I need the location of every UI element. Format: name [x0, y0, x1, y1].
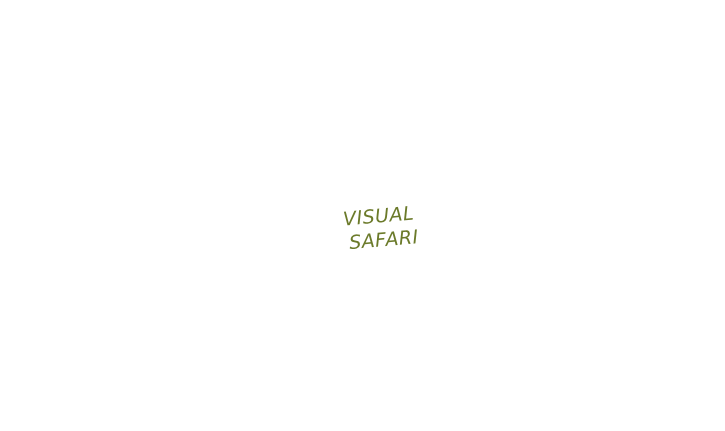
logo-line-2: SAFARI — [348, 226, 419, 254]
logo-wordmark: VISUAL SAFARI — [342, 202, 419, 254]
visual-safari-logo: VISUAL SAFARI — [340, 198, 430, 258]
